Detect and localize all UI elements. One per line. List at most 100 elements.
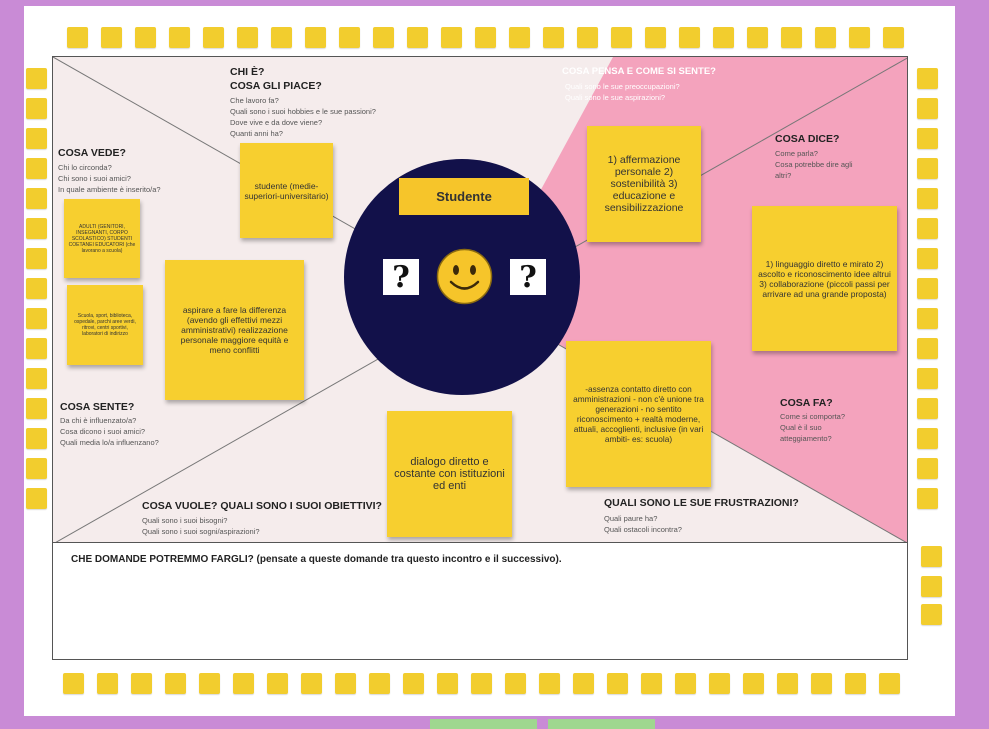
border-square — [373, 27, 394, 48]
prompt: Quali sono le sue preoccupazioni? — [565, 82, 680, 91]
fa-prompts: Come si comporta? Qual è il suo atteggia… — [780, 411, 845, 444]
sticky-note-studente[interactable]: studente (medie-superiori-universitario) — [240, 143, 333, 238]
prompt: Quali ostacoli incontra? — [604, 525, 682, 534]
sticky-note-vede-2[interactable]: Scuola, sport, biblioteca, ospedale, par… — [67, 285, 143, 365]
border-square — [917, 248, 938, 269]
pink-right-region — [481, 58, 907, 542]
persona-label[interactable]: Studente — [399, 178, 529, 215]
border-square — [233, 673, 254, 694]
border-square — [97, 673, 118, 694]
border-square — [26, 488, 47, 509]
face-circle — [436, 248, 493, 305]
right-eye — [470, 265, 476, 275]
prompt: Quali sono le sue aspirazioni? — [565, 93, 666, 102]
border-square — [883, 27, 904, 48]
border-square — [407, 27, 428, 48]
prompt: Quali paure ha? — [604, 514, 658, 523]
border-square — [573, 673, 594, 694]
frustrazioni-prompts: Quali paure ha? Quali ostacoli incontra? — [604, 513, 682, 535]
border-square — [305, 27, 326, 48]
piace-title: COSA GLI PIACE? — [230, 80, 322, 92]
border-square — [165, 673, 186, 694]
border-square — [471, 673, 492, 694]
border-square — [709, 673, 730, 694]
green-button-right[interactable] — [548, 719, 655, 729]
border-square — [879, 673, 900, 694]
border-square — [917, 338, 938, 359]
sticky-note-dialogo[interactable]: dialogo diretto e costante con istituzio… — [387, 411, 512, 537]
prompt: Cosa potrebbe dire agli — [775, 160, 853, 169]
border-square — [577, 27, 598, 48]
border-square — [63, 673, 84, 694]
dice-title: COSA DICE? — [775, 133, 840, 145]
prompt: Quali sono i suoi sogni/aspirazioni? — [142, 527, 260, 536]
prompt: Da chi è influenzato/a? — [60, 416, 137, 425]
questions-box: CHE DOMANDE POTREMMO FARGLI? (pensate a … — [52, 542, 908, 660]
border-square — [475, 27, 496, 48]
sticky-note-assenza[interactable]: -assenza contatto diretto con amministra… — [566, 341, 711, 487]
sticky-note-linguaggio[interactable]: 1) linguaggio diretto e mirato 2) ascolt… — [752, 206, 897, 351]
sticky-note-affermazione[interactable]: 1) affermazione personale 2) sostenibili… — [587, 126, 701, 242]
border-square — [921, 576, 942, 597]
smile-mouth — [449, 280, 480, 290]
border-square — [917, 98, 938, 119]
prompt: Qual è il suo — [780, 423, 822, 432]
border-square — [917, 188, 938, 209]
border-square — [26, 248, 47, 269]
prompt: Quali sono i suoi bisogni? — [142, 516, 228, 525]
prompt: Quali sono i suoi hobbies e le sue passi… — [230, 107, 376, 116]
border-square — [743, 673, 764, 694]
fa-title: COSA FA? — [780, 397, 833, 409]
border-square — [26, 338, 47, 359]
border-square — [26, 128, 47, 149]
vuole-title: COSA VUOLE? QUALI SONO I SUOI OBIETTIVI? — [142, 500, 382, 512]
sticky-note-aspirare[interactable]: aspirare a fare la differenza (avendo gl… — [165, 260, 304, 400]
border-square — [135, 27, 156, 48]
vede-prompts: Chi lo circonda? Chi sono i suoi amici? … — [58, 162, 161, 195]
border-square — [26, 68, 47, 89]
border-square — [777, 673, 798, 694]
border-square — [26, 218, 47, 239]
border-square — [26, 98, 47, 119]
border-square — [917, 128, 938, 149]
border-square — [301, 673, 322, 694]
question-mark-icon: ? — [510, 259, 546, 295]
pensa-prompts: Quali sono le sue preoccupazioni? Quali … — [565, 81, 680, 103]
border-square — [679, 27, 700, 48]
sente-title: COSA SENTE? — [60, 401, 135, 413]
border-square — [917, 428, 938, 449]
border-square — [199, 673, 220, 694]
prompt: Come si comporta? — [780, 412, 846, 421]
prompt: Chi sono i suoi amici? — [58, 174, 131, 183]
border-square — [131, 673, 152, 694]
border-square — [917, 368, 938, 389]
green-button-left[interactable] — [430, 719, 537, 729]
frustrazioni-title: QUALI SONO LE SUE FRUSTRAZIONI? — [604, 497, 799, 509]
border-square — [815, 27, 836, 48]
border-square — [917, 308, 938, 329]
border-square — [781, 27, 802, 48]
border-square — [811, 673, 832, 694]
prompt: Quanti anni ha? — [230, 129, 283, 138]
prompt: Chi lo circonda? — [58, 163, 112, 172]
border-square — [641, 673, 662, 694]
border-square — [67, 27, 88, 48]
pensa-title: COSA PENSA E COME SI SENTE? — [562, 66, 716, 77]
sente-prompts: Da chi è influenzato/a? Cosa dicono i su… — [60, 415, 159, 448]
border-square — [921, 546, 942, 567]
border-square — [101, 27, 122, 48]
border-square — [509, 27, 530, 48]
border-square — [849, 27, 870, 48]
border-square — [169, 27, 190, 48]
border-square — [267, 673, 288, 694]
border-square — [26, 188, 47, 209]
sticky-note-vede-1[interactable]: ADULTI (GENITORI, INSEGNANTI, CORPO SCOL… — [64, 199, 140, 278]
border-square — [917, 158, 938, 179]
smiley-face-icon — [436, 248, 493, 305]
border-square — [26, 158, 47, 179]
border-square — [747, 27, 768, 48]
question-mark-icon: ? — [383, 259, 419, 295]
vuole-prompts: Quali sono i suoi bisogni? Quali sono i … — [142, 515, 260, 537]
border-square — [339, 27, 360, 48]
border-square — [203, 27, 224, 48]
